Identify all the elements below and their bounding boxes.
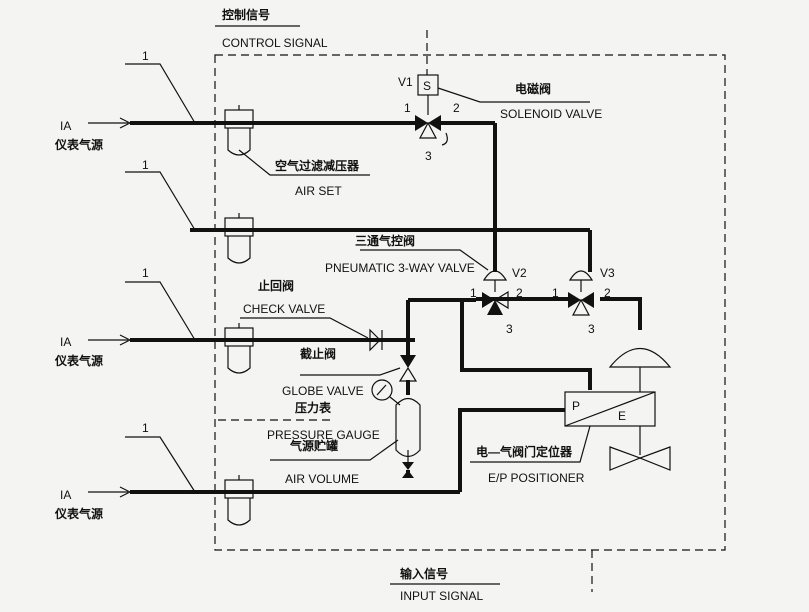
- svg-text:仪表气源: 仪表气源: [54, 506, 103, 521]
- control-valve-actuator: [608, 347, 672, 471]
- svg-text:1: 1: [142, 266, 149, 280]
- ep-positioner: P E: [564, 391, 656, 427]
- svg-text:3: 3: [506, 322, 513, 336]
- globe-valve-zh: 截止阀: [300, 346, 336, 361]
- svg-text:1: 1: [142, 421, 149, 435]
- air-set-filter-2: [224, 213, 254, 264]
- svg-text:2: 2: [604, 286, 611, 300]
- air-volume-tank: [395, 397, 421, 478]
- air-set-filter-3: [224, 323, 254, 374]
- check-valve-en: CHECK VALVE: [243, 302, 325, 316]
- volume-zh: 气源贮罐: [289, 438, 338, 453]
- svg-text:P: P: [572, 399, 580, 413]
- globe-valve: [398, 340, 418, 382]
- pressure-gauge: [371, 379, 401, 406]
- svg-text:2: 2: [516, 286, 523, 300]
- solenoid-en: SOLENOID VALVE: [500, 107, 602, 121]
- svg-text:IA: IA: [60, 119, 71, 133]
- check-valve-zh: 止回阀: [258, 278, 294, 293]
- svg-text:S: S: [423, 79, 431, 93]
- svg-text:V1: V1: [398, 75, 413, 89]
- svg-text:1: 1: [552, 286, 559, 300]
- svg-text:2: 2: [453, 101, 460, 115]
- air-set-filter-4: [224, 475, 254, 526]
- pneumatic-en: PNEUMATIC 3-WAY VALVE: [325, 261, 475, 275]
- svg-text:1: 1: [470, 286, 477, 300]
- control-signal-en: CONTROL SIGNAL: [222, 36, 328, 50]
- equipment-boundary: [214, 54, 726, 551]
- positioner-zh: 电—气阀门定位器: [476, 444, 573, 459]
- svg-text:1: 1: [142, 158, 149, 172]
- svg-text:仪表气源: 仪表气源: [54, 137, 103, 152]
- air-set-filter-1: [224, 105, 254, 156]
- pneumatic-valve-v2: V2 1 2 3: [470, 266, 527, 336]
- svg-text:V3: V3: [600, 266, 615, 280]
- globe-valve-en: GLOBE VALVE: [282, 384, 364, 398]
- ia-inlet-3: IA 仪表气源: [54, 486, 132, 521]
- svg-text:IA: IA: [60, 335, 71, 349]
- pneumatic-zh: 三通气控阀: [355, 233, 415, 248]
- svg-text:E: E: [618, 409, 626, 423]
- dashed-boundaries: [214, 30, 726, 592]
- svg-text:1: 1: [404, 101, 411, 115]
- control-signal-zh: 控制信号: [222, 7, 270, 22]
- svg-text:1: 1: [142, 49, 149, 63]
- air-set-zh: 空气过滤减压器: [275, 158, 360, 173]
- solenoid-valve-v1: S V1 1 2 3: [398, 74, 460, 163]
- solenoid-zh: 电磁阀: [515, 81, 551, 96]
- leader-labels: 1 1 1 1: [125, 49, 196, 493]
- air-set-en: AIR SET: [295, 184, 342, 198]
- pneumatic-valve-v3: V3 1 2 3: [552, 266, 615, 336]
- volume-en: AIR VOLUME: [285, 472, 359, 486]
- svg-text:仪表气源: 仪表气源: [54, 353, 103, 368]
- input-signal-en: INPUT SIGNAL: [400, 589, 483, 603]
- svg-text:V2: V2: [512, 266, 527, 280]
- svg-text:IA: IA: [60, 488, 71, 502]
- gauge-en: PRESSURE GAUGE: [267, 428, 380, 442]
- air-lines: [130, 121, 642, 494]
- input-signal-zh: 输入信号: [400, 566, 448, 581]
- ia-inlet-1: IA 仪表气源: [54, 117, 132, 152]
- gauge-zh: 压力表: [295, 400, 332, 415]
- svg-text:3: 3: [425, 149, 432, 163]
- ia-inlet-2: IA 仪表气源: [54, 334, 132, 368]
- positioner-en: E/P POSITIONER: [488, 471, 585, 485]
- svg-text:3: 3: [588, 322, 595, 336]
- check-valve: [369, 328, 383, 352]
